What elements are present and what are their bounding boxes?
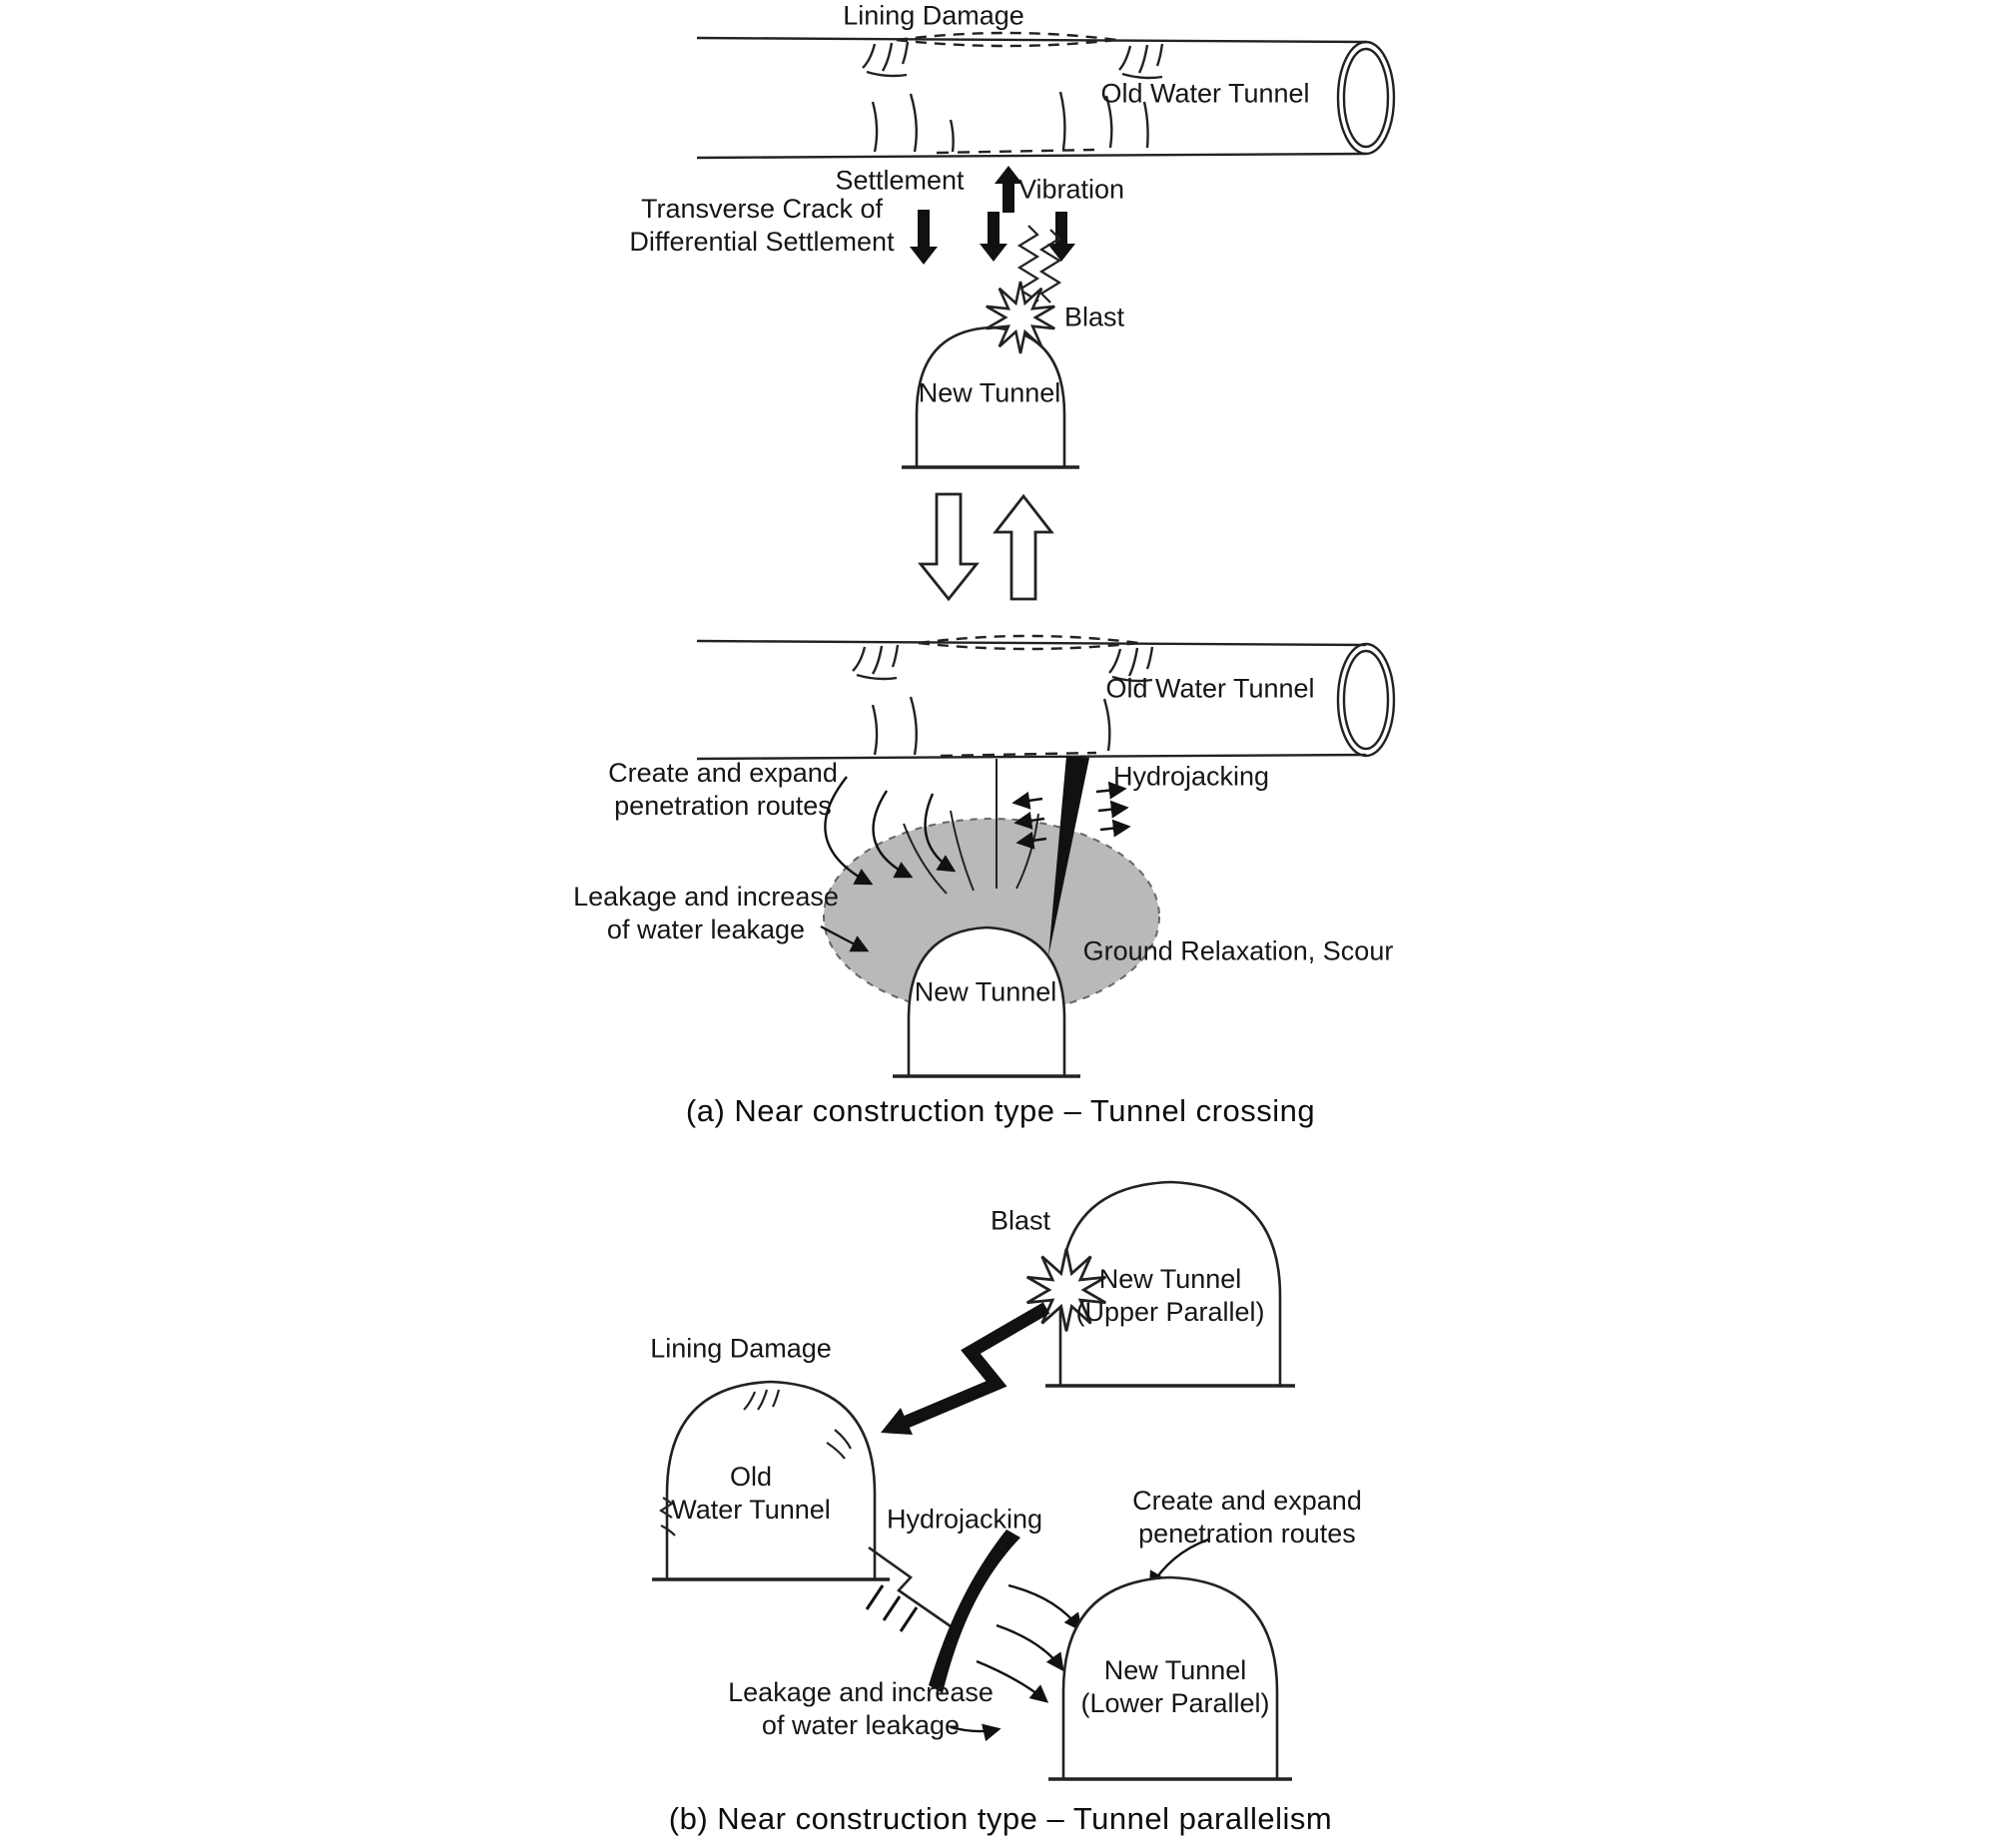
hydrojacking-crack-b	[865, 1530, 1020, 1693]
new-tunnel-lower-parallel-drawing	[1048, 1575, 1292, 1781]
label-leakage-b: Leakage and increase of water leakage	[728, 1677, 994, 1740]
hydrojacking-crack	[1011, 756, 1131, 956]
label-create-expand-b: Create and expand penetration routes	[1132, 1486, 1362, 1548]
label-old-water-tunnel-a1: Old Water Tunnel	[1100, 78, 1310, 109]
label-leakage-a: Leakage and increase of water leakage	[573, 882, 839, 944]
caption-panel-b: (b) Near construction type – Tunnel para…	[668, 1801, 1333, 1836]
label-settlement: Settlement	[835, 165, 965, 196]
label-create-expand-a: Create and expand penetration routes	[608, 758, 838, 821]
old-water-tunnel-crossing-before	[696, 31, 1396, 160]
new-tunnel-upper-parallel-drawing	[1045, 1180, 1295, 1388]
blast-lightning-bolt	[881, 1302, 1050, 1435]
settlement-vibration-arrows	[910, 166, 1075, 265]
label-ground-relaxation: Ground Relaxation, Scour	[1082, 935, 1394, 966]
old-water-tunnel-crossing-after	[696, 634, 1396, 761]
label-new-tunnel-lower: New Tunnel (Lower Parallel)	[1080, 1655, 1270, 1718]
label-vibration: Vibration	[1017, 174, 1125, 205]
caption-panel-a: (a) Near construction type – Tunnel cros…	[685, 1093, 1316, 1128]
label-old-water-tunnel-b: Old Water Tunnel	[671, 1462, 831, 1525]
label-hydrojacking-a: Hydrojacking	[1112, 761, 1270, 792]
label-old-water-tunnel-a2: Old Water Tunnel	[1105, 673, 1315, 704]
label-lining-damage-a: Lining Damage	[843, 0, 1024, 31]
label-lining-damage-b: Lining Damage	[650, 1333, 832, 1364]
label-transverse-crack: Transverse Crack of Differential Settlem…	[629, 194, 895, 257]
label-hydrojacking-b: Hydrojacking	[886, 1504, 1043, 1535]
old-water-tunnel-b-drawing	[652, 1380, 890, 1581]
label-blast-b: Blast	[990, 1205, 1051, 1236]
label-blast-a: Blast	[1063, 302, 1125, 332]
vibration-springs	[1016, 225, 1062, 310]
label-new-tunnel-a1: New Tunnel	[918, 377, 1061, 408]
label-new-tunnel-upper: New Tunnel (Upper Parallel)	[1075, 1264, 1265, 1327]
new-tunnel-crossing-after-drawing	[893, 925, 1080, 1078]
penetration-route-arrows	[820, 776, 957, 952]
transition-arrows	[918, 492, 1054, 602]
label-new-tunnel-a2: New Tunnel	[914, 976, 1057, 1007]
